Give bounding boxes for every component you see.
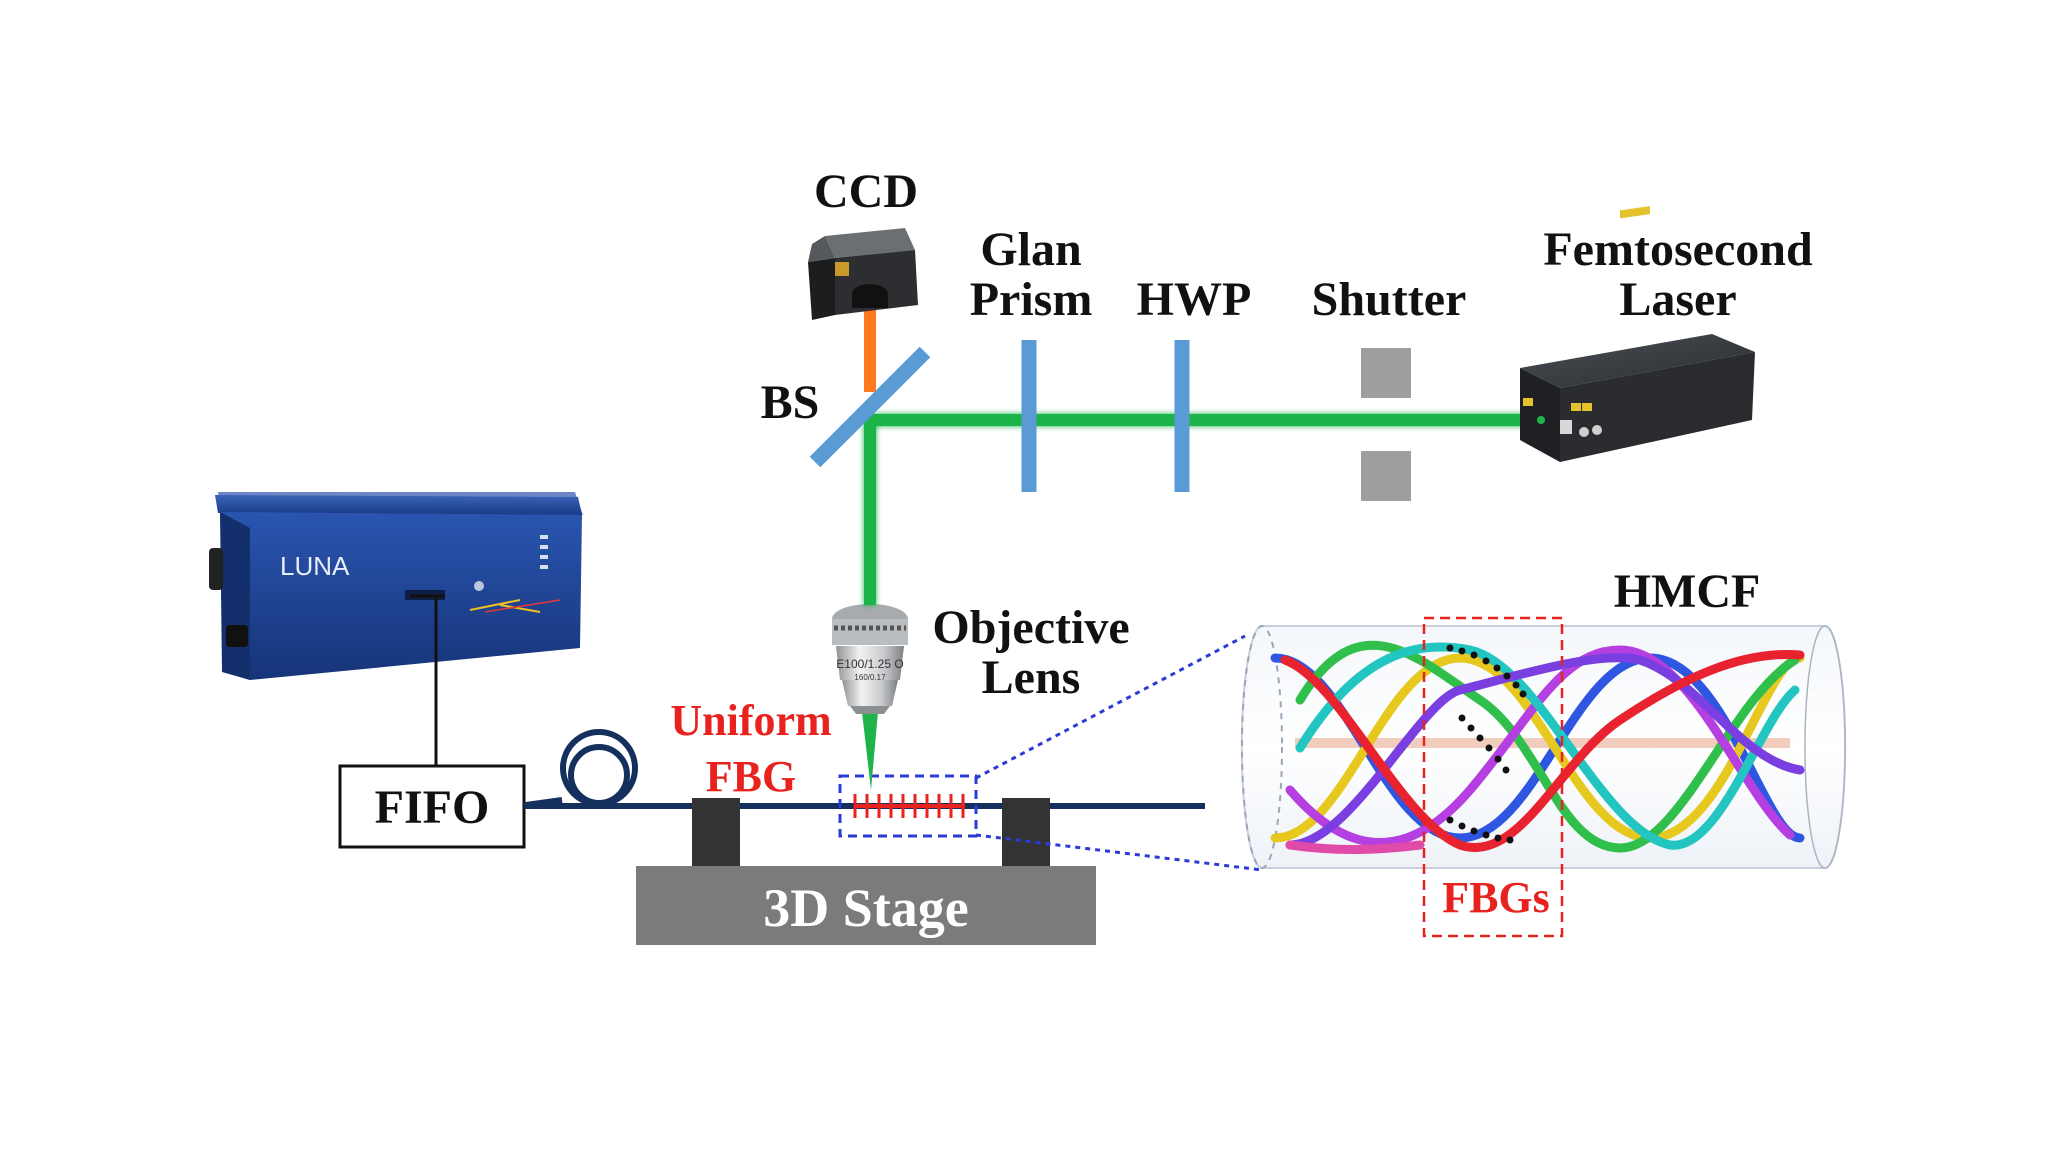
uniform-fbg-label-line1: Uniform xyxy=(670,696,831,745)
laser-label-line2: Laser xyxy=(1619,273,1736,326)
fiber-clamp-left xyxy=(692,798,740,868)
shutter-blade-bottom xyxy=(1361,451,1411,501)
fbgs-region-box xyxy=(1422,616,1564,938)
objective-lens-label-line1: Objective xyxy=(932,601,1129,654)
fiber-coil-icon xyxy=(525,729,638,808)
3d-stage xyxy=(636,866,1096,945)
glan-prism-label-line1: Glan xyxy=(980,223,1081,276)
ccd-label: CCD xyxy=(814,165,918,218)
grating-zoom-box xyxy=(838,774,978,838)
hmcf-label: HMCF xyxy=(1614,565,1761,618)
fifo-box xyxy=(338,764,526,849)
fifo-label: FIFO xyxy=(375,781,490,834)
objective-lens-label-line2: Lens xyxy=(982,651,1081,704)
focused-beam xyxy=(862,712,878,790)
laser-label-line1: Femtosecond xyxy=(1543,223,1813,276)
stage-label: 3D Stage xyxy=(763,878,968,938)
hmcf-fiber-illustration xyxy=(1240,616,1847,938)
objective-marking-1: E100/1.25 O xyxy=(836,657,903,671)
objective-marking-2: 160/0.17 xyxy=(854,673,886,682)
shutter-blade-top xyxy=(1361,348,1411,398)
shutter-label: Shutter xyxy=(1312,273,1467,326)
luna-instrument-icon: LUNA xyxy=(209,492,583,680)
uniform-fbg-label-line2: FBG xyxy=(706,752,796,801)
laser-beam-path xyxy=(864,414,1540,605)
objective-lens-icon: E100/1.25 O 160/0.17 xyxy=(832,604,908,714)
ccd-camera-icon xyxy=(808,228,918,320)
fbgs-label: FBGs xyxy=(1442,873,1550,922)
glan-prism-label-line2: Prism xyxy=(970,273,1093,326)
femtosecond-laser-icon xyxy=(1520,206,1755,462)
beam-splitter xyxy=(809,346,931,468)
luna-brand-label: LUNA xyxy=(280,551,350,581)
bs-label: BS xyxy=(761,376,820,429)
hwp-label: HWP xyxy=(1137,273,1252,326)
fiber-clamp-right xyxy=(1002,798,1050,868)
